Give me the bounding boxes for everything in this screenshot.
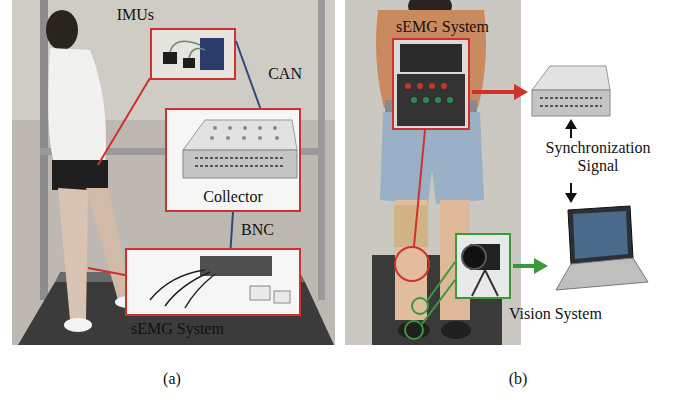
callout-label: sEMG System	[131, 320, 224, 338]
callout-box: sEMG System	[392, 38, 470, 130]
callout-box: Vision System	[455, 233, 511, 299]
signal-label: Synchronization Signal	[528, 139, 668, 176]
callout-box: Collector	[165, 108, 301, 212]
callout-label: Vision System	[509, 305, 602, 323]
panel-label: (a)	[142, 370, 202, 388]
callout-box: sEMG System	[125, 248, 301, 316]
panel-label: (b)	[488, 370, 548, 388]
cable-connector	[231, 212, 233, 248]
callout-label: Collector	[203, 188, 263, 206]
callout-label: sEMG System	[396, 18, 489, 36]
cable-connector	[236, 41, 260, 108]
callout-label: IMUs	[117, 6, 154, 24]
signal-label: BNC	[241, 221, 274, 239]
signal-label: CAN	[268, 65, 302, 83]
callout-box: IMUs	[150, 28, 236, 80]
